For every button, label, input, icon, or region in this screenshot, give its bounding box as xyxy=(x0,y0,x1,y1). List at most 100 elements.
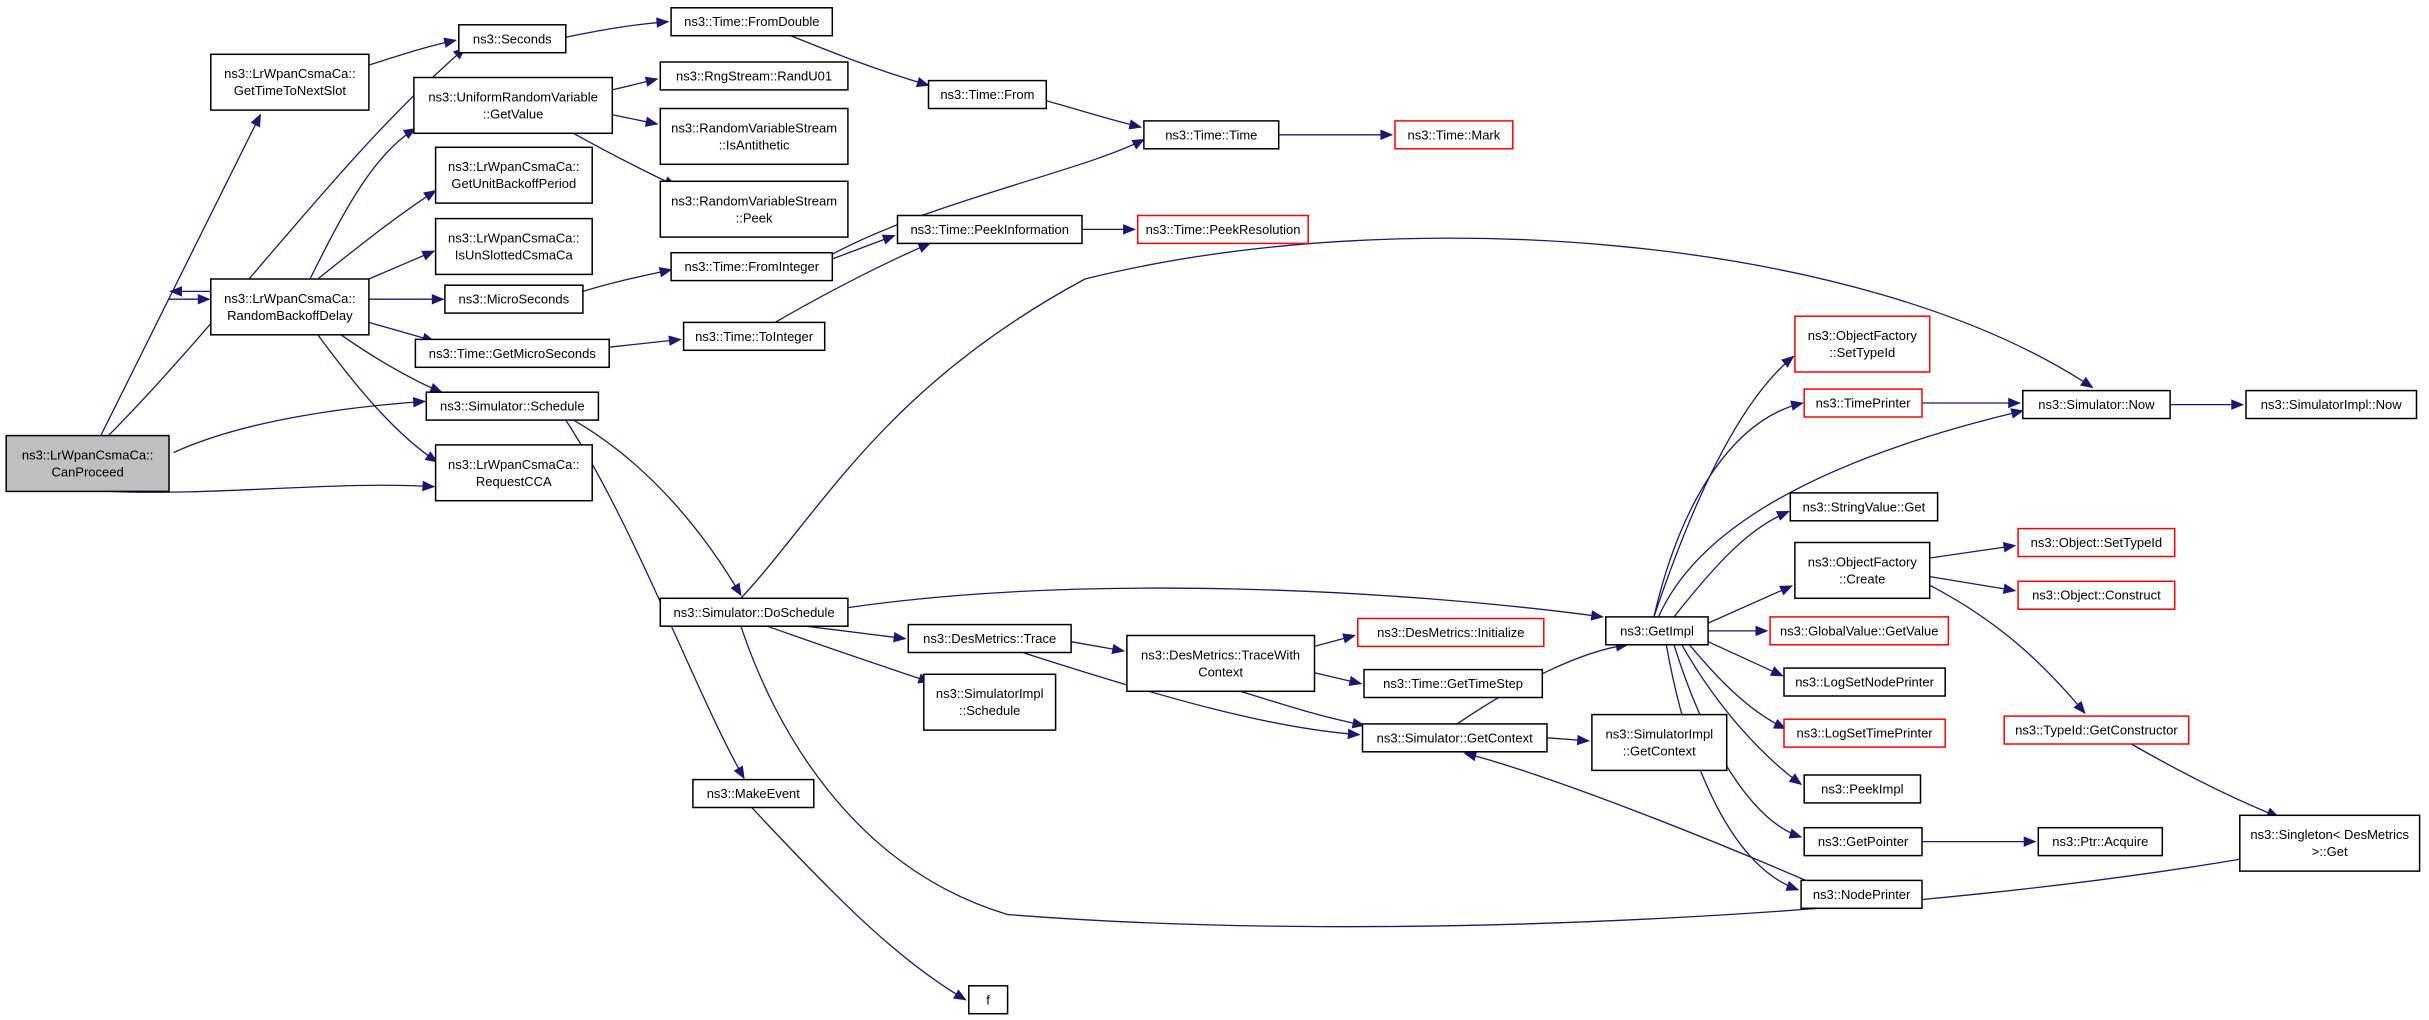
node-objsettypeid[interactable]: ns3::Object::SetTypeId xyxy=(2017,527,2176,558)
node-ofcreate[interactable]: ns3::ObjectFactory::Create xyxy=(1794,541,1931,600)
node-label: ns3::Time::GetMicroSeconds xyxy=(429,346,597,361)
node-seconds[interactable]: ns3::Seconds xyxy=(458,24,567,54)
arrowhead xyxy=(1348,675,1363,687)
node-stringvalueget[interactable]: ns3::StringValue::Get xyxy=(1789,492,1939,522)
node-getpointer[interactable]: ns3::GetPointer xyxy=(1803,826,1923,857)
node-uniformgetvalue[interactable]: ns3::UniformRandomVariable::GetValue xyxy=(413,76,614,135)
node-timeprinter[interactable]: ns3::TimePrinter xyxy=(1803,388,1923,418)
node-simimplnow[interactable]: ns3::SimulatorImpl::Now xyxy=(2245,389,2418,420)
node-peekimpl[interactable]: ns3::PeekImpl xyxy=(1803,774,1922,804)
node-label: ns3::Ptr::Acquire xyxy=(2052,834,2148,849)
node-desmetricstrace[interactable]: ns3::DesMetrics::Trace xyxy=(907,623,1072,654)
node-label: f xyxy=(986,992,990,1007)
node-ptracquire[interactable]: ns3::Ptr::Acquire xyxy=(2037,826,2164,857)
edge-getimpl-to-peekimpl xyxy=(1681,644,1803,786)
node-doschedule[interactable]: ns3::Simulator::DoSchedule xyxy=(659,597,849,627)
node-timetime[interactable]: ns3::Time::Time xyxy=(1143,120,1280,150)
edge-doschedule-to-simnow xyxy=(740,237,2094,599)
arrowhead xyxy=(917,242,932,253)
node-randombackoff[interactable]: ns3::LrWpanCsmaCa::RandomBackoffDelay xyxy=(210,278,370,336)
node-ofsettypeid[interactable]: ns3::ObjectFactory::SetTypeId xyxy=(1794,315,1931,373)
node-timefrom[interactable]: ns3::Time::From xyxy=(927,79,1048,110)
node-logsettimeprinter[interactable]: ns3::LogSetTimePrinter xyxy=(1783,718,1946,748)
arrowhead xyxy=(1123,224,1136,235)
node-box xyxy=(907,623,1072,654)
node-simnow[interactable]: ns3::Simulator::Now xyxy=(2022,389,2171,420)
edge-uniformgetvalue-to-randu01 xyxy=(612,76,659,91)
node-f[interactable]: f xyxy=(968,985,1009,1015)
edge-seconds-to-fromdouble xyxy=(565,17,670,38)
node-desinit[interactable]: ns3::DesMetrics::Initialize xyxy=(1357,617,1545,648)
node-box xyxy=(968,985,1009,1015)
node-label: ns3::SimulatorImpl xyxy=(1605,727,1713,742)
edge-randombackoff-to-microseconds xyxy=(368,293,445,305)
node-rvspeek[interactable]: ns3::RandomVariableStream::Peek xyxy=(659,180,849,238)
edge-randombackoff-to-uniformgetvalue xyxy=(309,128,417,280)
edge-randombackoff-to-getunitbackoff xyxy=(317,189,437,280)
node-tointeger[interactable]: ns3::Time::ToInteger xyxy=(682,321,826,352)
node-logsetnodeprinter[interactable]: ns3::LogSetNodePrinter xyxy=(1783,667,1946,697)
node-box xyxy=(1769,616,1950,646)
node-box xyxy=(1361,723,1548,753)
edge-makeevent-to-f xyxy=(751,807,967,1001)
node-requestcca[interactable]: ns3::LrWpanCsmaCa::RequestCCA xyxy=(434,444,593,502)
call-nodes: ns3::LrWpanCsmaCa::CanProceed ns3::LrWpan… xyxy=(5,7,2421,1015)
node-canproceed[interactable]: ns3::LrWpanCsmaCa::CanProceed xyxy=(5,434,170,493)
arrowhead xyxy=(733,765,745,780)
node-gettimetonextslot[interactable]: ns3::LrWpanCsmaCa::GetTimeToNextSlot xyxy=(210,53,370,111)
arrowhead xyxy=(881,234,896,245)
node-getimpl[interactable]: ns3::GetImpl xyxy=(1605,616,1709,646)
arrowhead xyxy=(421,250,436,261)
arrowhead xyxy=(1769,666,1784,677)
node-objconstruct[interactable]: ns3::Object::Construct xyxy=(2017,580,2176,610)
node-box xyxy=(659,597,849,627)
node-isunslotted[interactable]: ns3::LrWpanCsmaCa::IsUnSlottedCsmaCa xyxy=(434,217,593,276)
arrowhead xyxy=(1785,880,1800,891)
arrowhead xyxy=(644,76,659,87)
node-peekinformation[interactable]: ns3::Time::PeekInformation xyxy=(896,214,1083,245)
node-isantithetic[interactable]: ns3::RandomVariableStream::IsAntithetic xyxy=(659,107,849,166)
arrowhead xyxy=(2080,376,2094,389)
node-gettimestep[interactable]: ns3::Time::GetTimeStep xyxy=(1363,668,1544,699)
node-label: ns3::Time::GetTimeStep xyxy=(1383,676,1523,691)
edge-timetime-to-timemark xyxy=(1278,129,1394,141)
edge-getimpl-to-timeprinter xyxy=(1653,400,1804,618)
node-microseconds[interactable]: ns3::MicroSeconds xyxy=(444,284,584,314)
node-schedule[interactable]: ns3::Simulator::Schedule xyxy=(425,391,600,421)
node-box xyxy=(1800,879,1923,910)
node-peekresolution[interactable]: ns3::Time::PeekResolution xyxy=(1136,214,1309,245)
node-getunitbackoff[interactable]: ns3::LrWpanCsmaCa::GetUnitBackoffPeriod xyxy=(434,146,593,204)
node-box xyxy=(210,278,370,336)
node-singletonget[interactable]: ns3::Singleton< DesMetrics>::Get xyxy=(2239,814,2421,872)
node-getmicroseconds[interactable]: ns3::Time::GetMicroSeconds xyxy=(414,338,610,369)
node-timemark[interactable]: ns3::Time::Mark xyxy=(1394,120,1514,150)
node-label: ns3::LrWpanCsmaCa:: xyxy=(224,66,356,81)
edge-getimpl-to-stringvalueget xyxy=(1673,510,1790,618)
arrowhead xyxy=(953,989,967,1001)
node-box xyxy=(1143,120,1280,150)
node-simimplschedule[interactable]: ns3::SimulatorImpl::Schedule xyxy=(923,673,1057,731)
node-label: Context xyxy=(1198,664,1243,679)
node-nodeprinter[interactable]: ns3::NodePrinter xyxy=(1800,879,1923,910)
node-getcontext[interactable]: ns3::Simulator::GetContext xyxy=(1361,723,1548,753)
node-label: >::Get xyxy=(2312,844,2348,859)
arrowhead xyxy=(1788,828,1803,839)
edge-gettimetonextslot-to-seconds xyxy=(368,37,457,66)
node-globalvalueget[interactable]: ns3::GlobalValue::GetValue xyxy=(1769,616,1950,646)
edge-getimpl-to-ofsettypeid xyxy=(1653,355,1795,618)
node-box xyxy=(414,338,610,369)
edge-tracewithcontext-to-desinit xyxy=(1314,633,1356,648)
node-typeidgetconstructor[interactable]: ns3::TypeId::GetConstructor xyxy=(2003,715,2190,745)
arrowhead xyxy=(1776,510,1790,521)
node-simimplgetcontext[interactable]: ns3::SimulatorImpl::GetContext xyxy=(1591,713,1728,772)
node-box xyxy=(444,284,584,314)
edge-getimpl-to-globalvalueget xyxy=(1708,625,1769,637)
node-randu01[interactable]: ns3::RngStream::RandU01 xyxy=(659,61,849,91)
node-label: ns3::Time::FromInteger xyxy=(684,259,819,274)
node-makeevent[interactable]: ns3::MakeEvent xyxy=(692,778,815,809)
node-fromdouble[interactable]: ns3::Time::FromDouble xyxy=(670,7,834,37)
arrowhead xyxy=(2231,399,2245,410)
node-frominteger[interactable]: ns3::Time::FromInteger xyxy=(670,251,834,282)
